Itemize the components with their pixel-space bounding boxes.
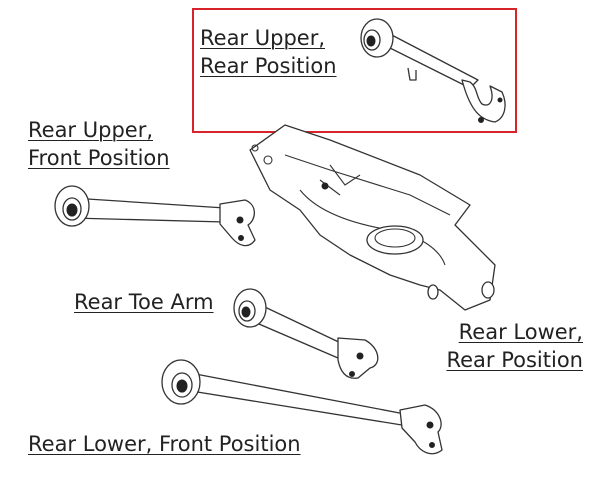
label-line: Rear Upper, [28, 118, 154, 142]
label-rear-upper-rear-position[interactable]: Rear Upper, Rear Position [200, 24, 337, 80]
part-rear-lower-rear-position [249, 124, 496, 311]
part-rear-upper-rear-position [360, 18, 506, 123]
label-rear-lower-rear-position[interactable]: Rear Lower, Rear Position [446, 318, 583, 374]
highlight-box [192, 8, 517, 133]
part-rear-upper-front-position [54, 185, 256, 247]
label-line: Rear Upper, [200, 26, 326, 50]
label-line: Front Position [28, 146, 170, 170]
label-rear-lower-front-position[interactable]: Rear Lower, Front Position [28, 432, 301, 456]
label-line: Rear Position [446, 348, 583, 372]
label-line: Rear Position [200, 54, 337, 78]
label-rear-upper-front-position[interactable]: Rear Upper, Front Position [28, 116, 170, 172]
label-line: Rear Lower, [458, 320, 583, 344]
label-rear-toe-arm[interactable]: Rear Toe Arm [74, 290, 214, 314]
part-rear-toe-arm [233, 288, 379, 379]
part-rear-lower-front-position [161, 359, 443, 455]
